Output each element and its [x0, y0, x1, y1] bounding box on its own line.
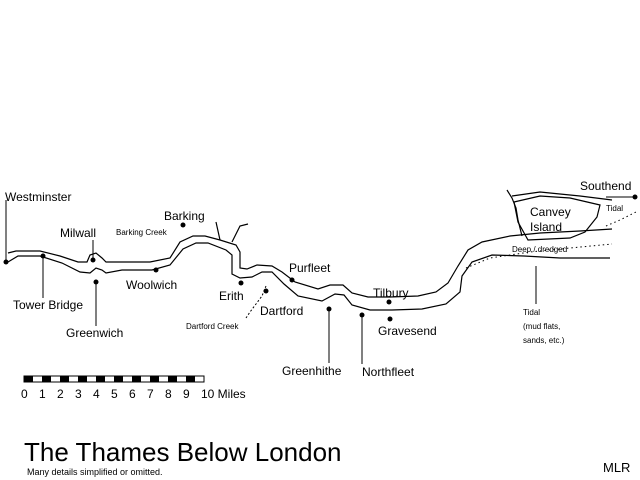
scale-tick-label: 3: [75, 387, 82, 401]
dartford-label: Dartford: [260, 304, 303, 318]
tilbury-label: Tilbury: [373, 286, 409, 300]
scale-tick-label: 0: [21, 387, 28, 401]
gravesend-dot: [387, 316, 393, 322]
scale-tick-label: 10 Miles: [201, 387, 246, 401]
scale-tick-label: 6: [129, 387, 136, 401]
author-initials: MLR: [603, 460, 631, 475]
barking-dot: [180, 222, 186, 228]
purfleet-dot: [289, 277, 295, 283]
scale-segment: [114, 376, 123, 382]
erith-label: Erith: [219, 289, 244, 303]
greenhithe-label: Greenhithe: [282, 364, 342, 378]
place-labels: Westminster Tower Bridge Milwall Greenwi…: [5, 179, 631, 379]
scale-tick-label: 5: [111, 387, 118, 401]
barking-creek-stream: [215, 221, 249, 243]
tidal-top-label: Tidal: [606, 204, 623, 213]
river-thames: [7, 189, 613, 311]
millwall-label: Milwall: [60, 226, 96, 240]
map-subtitle: Many details simplified or omitted.: [27, 467, 163, 477]
scale-tick-label: 4: [93, 387, 100, 401]
tower-bridge-label: Tower Bridge: [13, 298, 83, 312]
barking-creek-label: Barking Creek: [116, 228, 168, 237]
scale-segment: [132, 376, 141, 382]
tidal-note-line3: sands, etc.): [523, 336, 565, 345]
dartford-creek-stream: [245, 285, 267, 319]
northfleet-label: Northfleet: [362, 365, 415, 379]
canvey-island-label-line2: Island: [530, 220, 562, 234]
barking-label: Barking: [164, 209, 205, 223]
southend-label: Southend: [580, 179, 631, 193]
scale-tick-label: 9: [183, 387, 190, 401]
benfleet-channel: [506, 189, 613, 237]
canvey-island-outline: [513, 195, 601, 241]
scale-segment: [168, 376, 177, 382]
deep-dredged-label: Deep / dredged: [512, 245, 567, 254]
purfleet-label: Purfleet: [289, 261, 331, 275]
tidal-boundaries: [465, 211, 637, 269]
river-south-bank: [7, 242, 610, 311]
tilbury-dot: [386, 299, 392, 305]
scale-tick-label: 1: [39, 387, 46, 401]
dartford-dot: [263, 288, 269, 294]
map-title: The Thames Below London: [24, 437, 342, 467]
tidal-top-boundary: [605, 211, 637, 227]
scale-tick-label: 8: [165, 387, 172, 401]
scale-segment: [150, 376, 159, 382]
dartford-creek-label: Dartford Creek: [186, 322, 239, 331]
scale-tick-label: 7: [147, 387, 154, 401]
greenwich-label: Greenwich: [66, 326, 123, 340]
tidal-note-line1: Tidal: [523, 308, 540, 317]
woolwich-dot: [153, 267, 159, 273]
leader-lines: [5, 196, 635, 364]
westminster-label: Westminster: [5, 190, 71, 204]
scale-segment: [60, 376, 69, 382]
scale-segment: [78, 376, 87, 382]
erith-dot: [238, 280, 244, 286]
scale-segment: [24, 376, 33, 382]
scale-segment: [186, 376, 195, 382]
tidal-note-line2: (mud flats,: [523, 322, 560, 331]
scale-segment: [96, 376, 105, 382]
scale-tick-label: 2: [57, 387, 64, 401]
gravesend-label: Gravesend: [378, 324, 437, 338]
river-north-bank: [7, 228, 613, 298]
canvey-island-label-line1: Canvey: [530, 205, 571, 219]
woolwich-label: Woolwich: [126, 278, 177, 292]
scale-segment: [42, 376, 51, 382]
scale-segments: [24, 376, 195, 382]
